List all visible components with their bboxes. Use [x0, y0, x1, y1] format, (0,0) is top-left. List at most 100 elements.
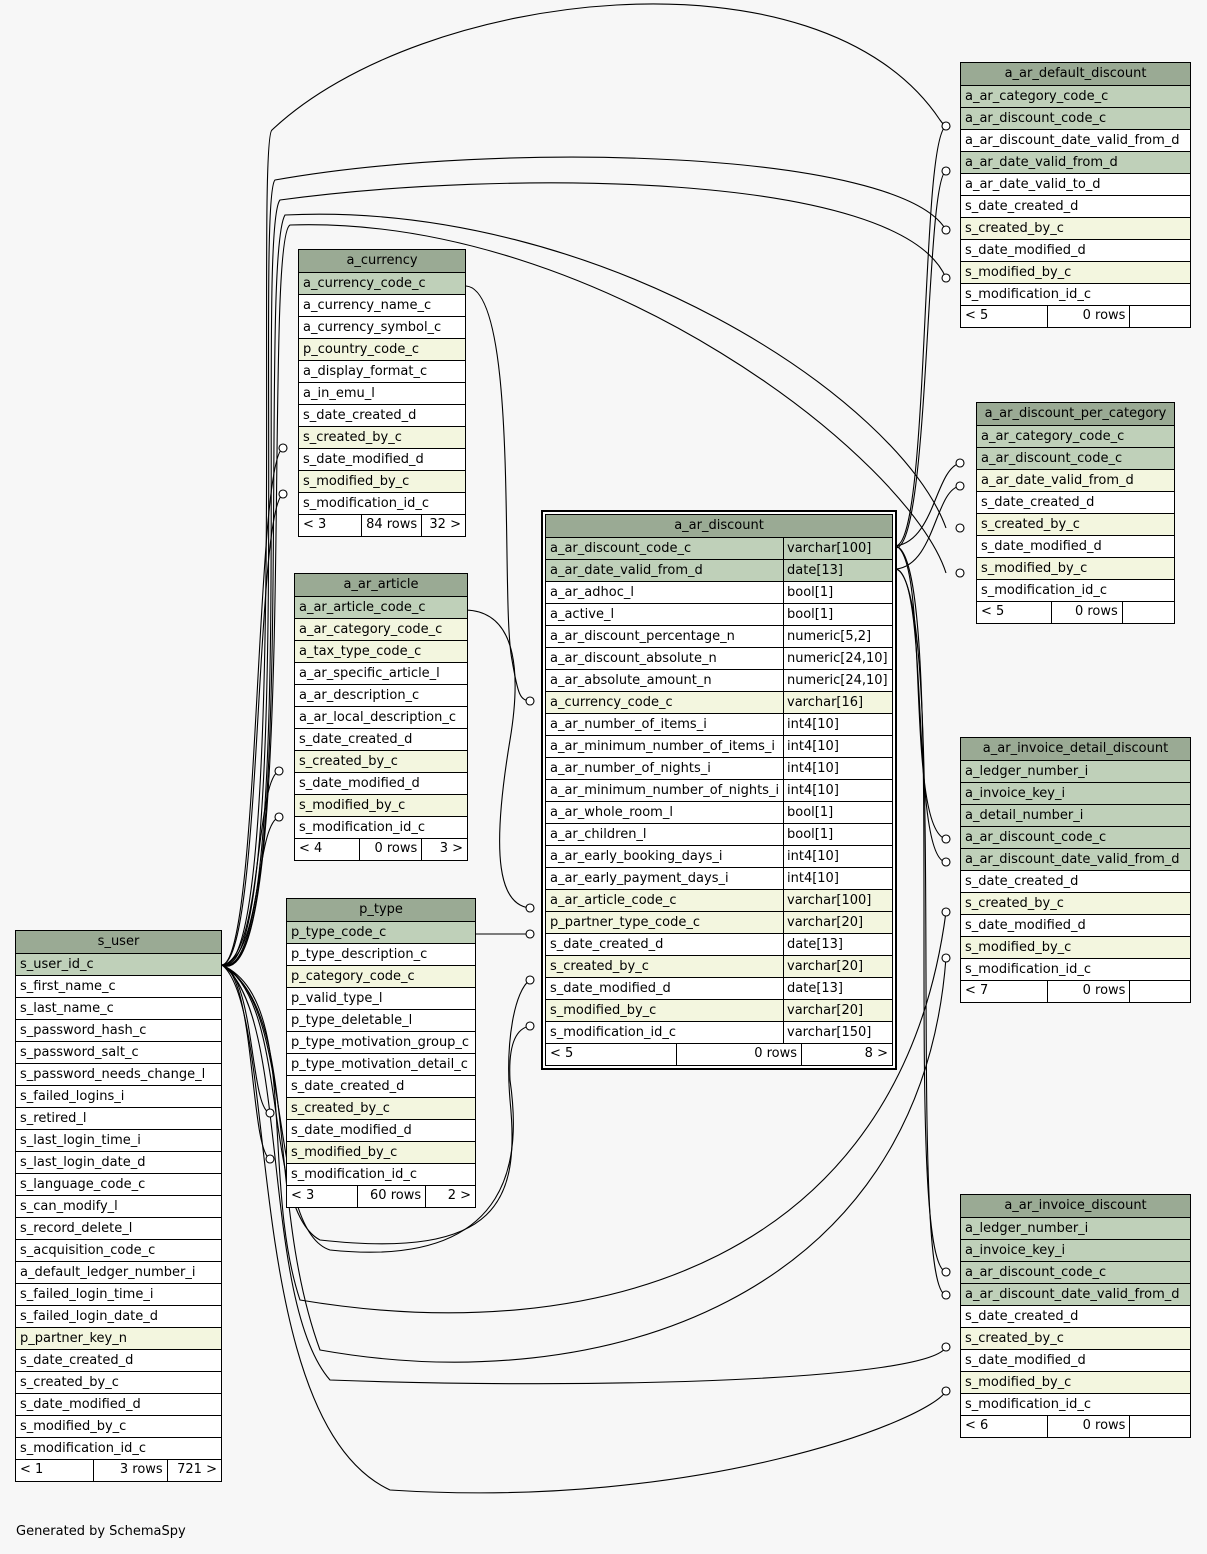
column-row[interactable]: p_valid_type_l: [287, 988, 475, 1010]
column-row[interactable]: s_can_modify_l: [16, 1196, 221, 1218]
column-row[interactable]: s_last_name_c: [16, 998, 221, 1020]
column-row[interactable]: p_partner_key_n: [16, 1328, 221, 1350]
column-row[interactable]: s_record_delete_l: [16, 1218, 221, 1240]
column-row[interactable]: s_modification_id_c: [299, 493, 465, 515]
column-row[interactable]: s_failed_login_date_d: [16, 1306, 221, 1328]
column-row[interactable]: a_ar_date_valid_to_d: [961, 174, 1190, 196]
column-row[interactable]: a_in_emu_l: [299, 383, 465, 405]
column-row[interactable]: s_created_by_c: [961, 1328, 1190, 1350]
column-row[interactable]: p_type_description_c: [287, 944, 475, 966]
parents-count[interactable]: < 5: [546, 1044, 678, 1065]
table-title[interactable]: a_ar_invoice_detail_discount: [961, 738, 1190, 761]
children-count[interactable]: 8 >: [864, 1046, 888, 1061]
column-row[interactable]: p_type_code_c: [287, 922, 475, 944]
table-title[interactable]: a_ar_default_discount: [961, 63, 1190, 86]
column-row[interactable]: s_failed_logins_i: [16, 1086, 221, 1108]
column-row[interactable]: a_currency_name_c: [299, 295, 465, 317]
column-row[interactable]: s_date_modified_d: [961, 240, 1190, 262]
parents-count[interactable]: < 6: [961, 1416, 1049, 1437]
parents-count[interactable]: < 5: [977, 602, 1052, 623]
column-row[interactable]: s_modified_by_c: [16, 1416, 221, 1438]
column-row[interactable]: a_ar_discount_code_c: [961, 108, 1190, 130]
column-row[interactable]: s_created_by_c: [295, 751, 467, 773]
column-row[interactable]: a_detail_number_i: [961, 805, 1190, 827]
column-row[interactable]: s_modification_id_c: [977, 580, 1174, 602]
column-row[interactable]: s_created_by_c: [287, 1098, 475, 1120]
column-row[interactable]: s_created_by_c: [977, 514, 1174, 536]
table-title[interactable]: a_ar_discount: [546, 515, 892, 538]
column-row[interactable]: a_ledger_number_i: [961, 1218, 1190, 1240]
column-row[interactable]: s_date_created_d: [299, 405, 465, 427]
column-row[interactable]: s_modified_by_c: [299, 471, 465, 493]
column-row[interactable]: s_date_modified_d: [16, 1394, 221, 1416]
parents-count[interactable]: < 5: [961, 306, 1049, 327]
column-row[interactable]: a_ar_discount_code_c: [977, 448, 1174, 470]
table-title[interactable]: a_ar_article: [295, 574, 467, 597]
parents-count[interactable]: < 3: [299, 515, 363, 536]
column-row[interactable]: s_user_id_c: [16, 954, 221, 976]
column-row[interactable]: a_currency_code_c: [299, 273, 465, 295]
column-row[interactable]: s_last_login_time_i: [16, 1130, 221, 1152]
column-row[interactable]: s_password_needs_change_l: [16, 1064, 221, 1086]
children-count[interactable]: 32 >: [429, 517, 461, 532]
column-row[interactable]: a_ledger_number_i: [961, 761, 1190, 783]
column-row[interactable]: s_modification_id_c: [961, 959, 1190, 981]
column-row[interactable]: s_created_by_c: [961, 893, 1190, 915]
column-row[interactable]: s_date_created_d: [295, 729, 467, 751]
column-row[interactable]: a_ar_local_description_c: [295, 707, 467, 729]
column-row[interactable]: a_ar_discount_code_c: [961, 827, 1190, 849]
column-row[interactable]: s_modification_id_c: [961, 284, 1190, 306]
column-row[interactable]: s_password_salt_c: [16, 1042, 221, 1064]
column-row[interactable]: a_display_format_c: [299, 361, 465, 383]
column-row[interactable]: a_ar_category_code_c: [977, 426, 1174, 448]
column-row[interactable]: a_ar_discount_date_valid_from_d: [961, 130, 1190, 152]
column-row[interactable]: a_ar_category_code_c: [961, 86, 1190, 108]
column-row[interactable]: s_failed_login_time_i: [16, 1284, 221, 1306]
column-row[interactable]: s_date_created_d: [961, 1306, 1190, 1328]
column-row[interactable]: s_first_name_c: [16, 976, 221, 998]
column-row[interactable]: p_type_motivation_group_c: [287, 1032, 475, 1054]
table-title[interactable]: a_ar_invoice_discount: [961, 1195, 1190, 1218]
column-row[interactable]: a_invoice_key_i: [961, 783, 1190, 805]
table-title[interactable]: a_ar_discount_per_category: [977, 403, 1174, 426]
column-row[interactable]: p_type_motivation_detail_c: [287, 1054, 475, 1076]
column-row[interactable]: s_last_login_date_d: [16, 1152, 221, 1174]
column-row[interactable]: a_ar_category_code_c: [295, 619, 467, 641]
column-row[interactable]: s_modified_by_c: [295, 795, 467, 817]
parents-count[interactable]: < 7: [961, 981, 1049, 1002]
table-title[interactable]: s_user: [16, 931, 221, 954]
column-row[interactable]: s_modified_by_c: [977, 558, 1174, 580]
column-row[interactable]: s_modified_by_c: [287, 1142, 475, 1164]
table-title[interactable]: a_currency: [299, 250, 465, 273]
column-row[interactable]: s_modified_by_c: [961, 262, 1190, 284]
column-row[interactable]: a_currency_symbol_c: [299, 317, 465, 339]
column-row[interactable]: s_date_modified_d: [961, 1350, 1190, 1372]
column-row[interactable]: s_retired_l: [16, 1108, 221, 1130]
column-row[interactable]: p_type_deletable_l: [287, 1010, 475, 1032]
column-row[interactable]: a_ar_discount_date_valid_from_d: [961, 849, 1190, 871]
children-count[interactable]: [1130, 981, 1190, 1002]
column-row[interactable]: s_date_created_d: [977, 492, 1174, 514]
column-row[interactable]: s_date_created_d: [961, 196, 1190, 218]
column-row[interactable]: s_date_modified_d: [287, 1120, 475, 1142]
column-row[interactable]: s_modification_id_c: [16, 1438, 221, 1460]
children-count[interactable]: 3 >: [439, 841, 463, 856]
